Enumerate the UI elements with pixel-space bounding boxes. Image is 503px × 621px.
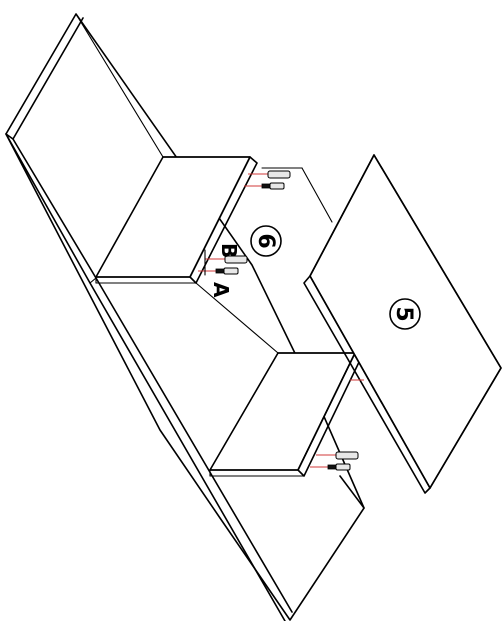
upper-shelf [75, 13, 258, 284]
lower-board-extension [339, 475, 365, 509]
alignment-guides [261, 167, 333, 223]
callout-5-number: 5 [391, 306, 416, 321]
callout-6-number: 6 [253, 233, 278, 248]
lower-hardware [310, 379, 364, 471]
wooden-dowel-icon [224, 255, 248, 264]
long-back-panel [5, 13, 365, 621]
cam-bolt-icon [327, 464, 337, 470]
wooden-dowel-icon [267, 170, 291, 179]
cam-bolt-icon [215, 268, 225, 274]
callout-6: 6 [250, 225, 282, 257]
wooden-dowel-icon [335, 451, 359, 460]
hardware-label-a: A [209, 282, 233, 298]
callout-5: 5 [389, 298, 421, 330]
upper-hardware [198, 170, 291, 276]
cam-bolt-icon [261, 183, 271, 189]
hardware-label-b: B [217, 243, 241, 258]
